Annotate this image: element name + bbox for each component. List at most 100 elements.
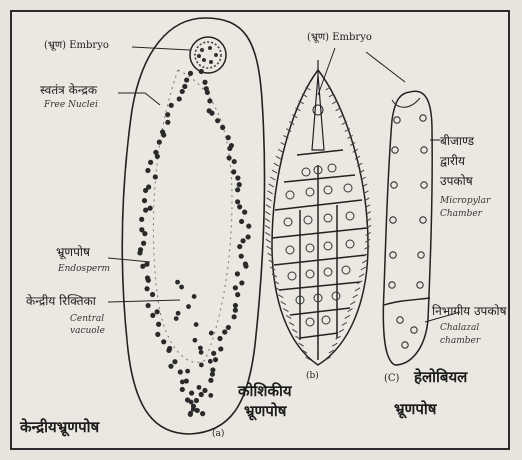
free-nucleus bbox=[197, 385, 202, 390]
free-nucleus bbox=[186, 304, 191, 309]
free-nucleus bbox=[199, 350, 204, 355]
outer-cell bbox=[267, 246, 272, 249]
cell-nucleus bbox=[302, 168, 310, 176]
cell-nucleus bbox=[286, 246, 294, 254]
free-nucleus bbox=[199, 392, 204, 397]
helobial-nucleus bbox=[390, 217, 396, 223]
cell-nucleus bbox=[284, 218, 292, 226]
free-nucleus bbox=[245, 234, 250, 239]
free-nucleus bbox=[239, 219, 244, 224]
free-nuclei-dots bbox=[137, 69, 251, 417]
outer-cell bbox=[289, 322, 294, 325]
helobial-nucleus bbox=[394, 117, 400, 123]
outer-cell bbox=[278, 295, 283, 298]
nuclear-endosperm-figure bbox=[122, 18, 264, 434]
outer-cell bbox=[345, 315, 350, 318]
free-nucleus bbox=[143, 208, 148, 213]
central-vacuole-label-english-1: Central bbox=[70, 315, 104, 324]
free-nucleus bbox=[161, 132, 166, 137]
cell-nucleus bbox=[342, 266, 350, 274]
free-nucleus bbox=[188, 71, 193, 76]
helobial-nucleus bbox=[389, 282, 395, 288]
free-nucleus bbox=[202, 388, 207, 393]
free-nucleus bbox=[194, 398, 199, 403]
free-nucleus bbox=[227, 155, 232, 160]
cell-nucleus bbox=[346, 212, 354, 220]
free-nucleus bbox=[165, 120, 170, 125]
free-nucleus bbox=[202, 80, 207, 85]
helobial-nucleus bbox=[420, 115, 426, 121]
outer-cell bbox=[292, 329, 297, 332]
free-nucleus bbox=[235, 292, 240, 297]
free-nucleus bbox=[237, 244, 242, 249]
free-nucleus bbox=[146, 303, 151, 308]
free-nucleus bbox=[142, 231, 147, 236]
caption-c-id: (C) bbox=[384, 374, 399, 384]
cell-nucleus bbox=[306, 244, 314, 252]
free-nucleus bbox=[239, 254, 244, 259]
embryo-label-c: (भ्रूण) Embryo bbox=[307, 33, 372, 43]
outer-cell bbox=[266, 239, 271, 242]
cell-nucleus bbox=[324, 242, 332, 250]
helobial-nucleus bbox=[391, 182, 397, 188]
free-nucleus bbox=[153, 174, 158, 179]
cell-nucleus bbox=[306, 188, 314, 196]
free-nuclei-label-hindi: स्वतंत्र केन्द्रक bbox=[40, 84, 97, 96]
outer-cell bbox=[286, 315, 291, 318]
cell-nucleus bbox=[344, 184, 352, 192]
free-nucleus bbox=[215, 118, 220, 123]
free-nucleus bbox=[140, 264, 145, 269]
free-nucleus bbox=[165, 112, 170, 117]
free-nucleus bbox=[194, 322, 199, 327]
outer-cell bbox=[355, 288, 360, 291]
micropylar-label-hindi-3: उपकोष bbox=[440, 175, 473, 187]
free-nuclei-label-english: Free Nuclei bbox=[44, 101, 98, 110]
free-nucleus bbox=[166, 348, 171, 353]
free-nucleus bbox=[239, 280, 244, 285]
outer-cell bbox=[265, 212, 270, 215]
free-nucleus bbox=[217, 336, 222, 341]
free-nucleus bbox=[182, 84, 187, 89]
outer-cell bbox=[269, 184, 274, 187]
chalazal-label-english-2: chamber bbox=[440, 337, 480, 346]
caption-a-id: (a) bbox=[212, 430, 224, 439]
cellular-endosperm-figure bbox=[272, 60, 368, 365]
outer-cell bbox=[348, 309, 353, 312]
helobial-endosperm-figure bbox=[383, 91, 432, 365]
helobial-nucleus bbox=[418, 252, 424, 258]
free-nucleus bbox=[220, 125, 225, 130]
free-nucleus bbox=[235, 187, 240, 192]
free-nucleus bbox=[208, 378, 213, 383]
outer-cell bbox=[342, 322, 347, 325]
cell-nucleus bbox=[346, 240, 354, 248]
free-nucleus bbox=[226, 325, 231, 330]
free-nucleus bbox=[231, 169, 236, 174]
outer-cell bbox=[332, 101, 337, 104]
helobial-nucleus bbox=[397, 317, 403, 323]
micropylar-label-english-2: Chamber bbox=[440, 210, 482, 219]
free-nucleus bbox=[178, 369, 183, 374]
free-nucleus bbox=[232, 314, 237, 319]
cell-nucleus bbox=[288, 272, 296, 280]
chalazal-label-hindi: निभागीय उपकोष bbox=[432, 305, 507, 317]
embryo-label-a: (भ्रूण) Embryo bbox=[44, 41, 109, 51]
helobial-nucleus bbox=[402, 342, 408, 348]
free-nucleus bbox=[172, 359, 177, 364]
free-nucleus bbox=[180, 387, 185, 392]
helobial-nucleus bbox=[417, 282, 423, 288]
helobial-nucleus bbox=[390, 252, 396, 258]
cell-nucleus bbox=[324, 214, 332, 222]
free-nucleus bbox=[180, 89, 185, 94]
helobial-nucleus bbox=[392, 147, 398, 153]
outer-cell bbox=[265, 219, 270, 222]
free-nucleus bbox=[227, 146, 232, 151]
free-nucleus bbox=[246, 224, 251, 229]
cell-nucleus bbox=[304, 216, 312, 224]
caption-c-name-1: हेलोबियल bbox=[414, 370, 467, 385]
outer-cell bbox=[270, 177, 275, 180]
free-nucleus bbox=[161, 339, 166, 344]
outer-cell bbox=[361, 267, 366, 270]
cell-nucleus bbox=[306, 318, 314, 326]
free-nucleus bbox=[235, 175, 240, 180]
free-nucleus bbox=[155, 154, 160, 159]
